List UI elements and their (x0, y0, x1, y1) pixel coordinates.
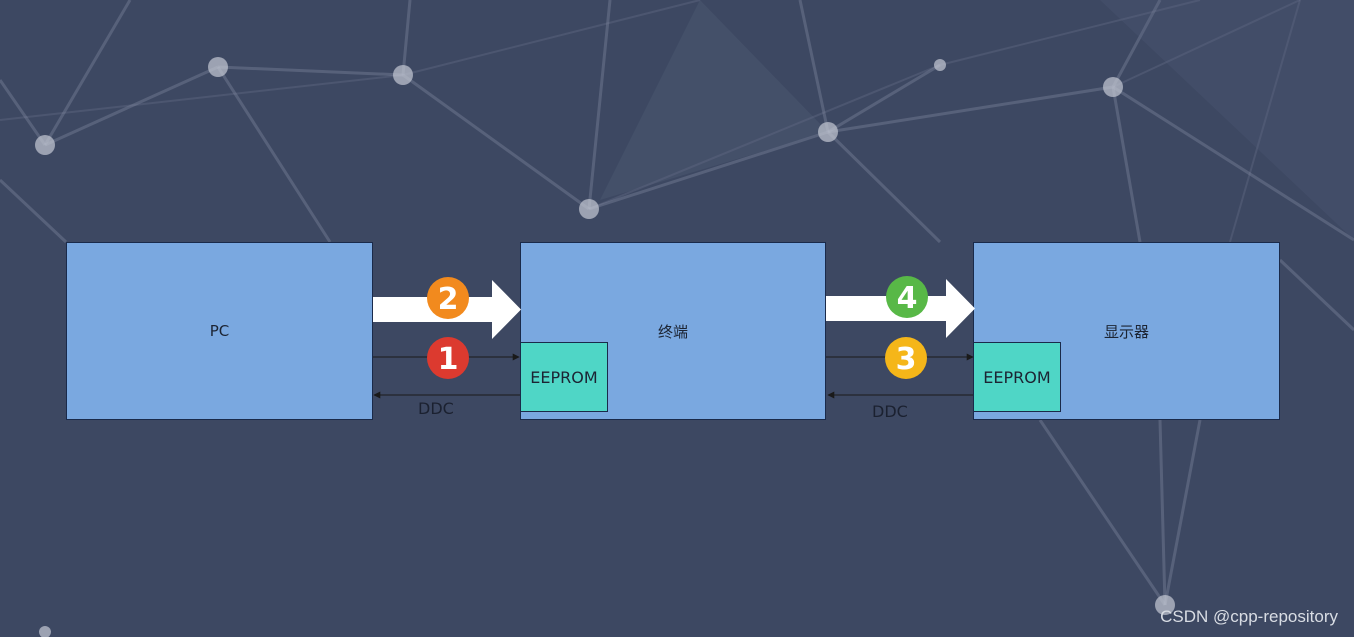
step-badge-1: 1 (427, 337, 469, 379)
step-badge-2-text: 2 (438, 282, 459, 317)
terminal-label: 终端 (657, 322, 688, 341)
pc-label: PC (209, 322, 230, 340)
terminal-eeprom-label: EEPROM (530, 367, 598, 387)
step-badge-3-text: 3 (896, 342, 917, 377)
display-eeprom: EEPROM (973, 342, 1061, 412)
pc-box: PC (66, 242, 373, 420)
step-badge-1-text: 1 (438, 342, 459, 377)
step-badge-3: 3 (885, 337, 927, 379)
step-badge-2: 2 (427, 277, 469, 319)
ddc-label-right: DDC (872, 402, 908, 421)
watermark-text: CSDN @cpp-repository (1160, 607, 1338, 626)
terminal-eeprom: EEPROM (520, 342, 608, 412)
display-eeprom-label: EEPROM (983, 367, 1051, 387)
step-badge-4: 4 (886, 276, 928, 318)
display-label: 显示器 (1103, 322, 1149, 341)
ddc-label-left: DDC (418, 399, 454, 418)
step-badge-4-text: 4 (897, 281, 918, 316)
